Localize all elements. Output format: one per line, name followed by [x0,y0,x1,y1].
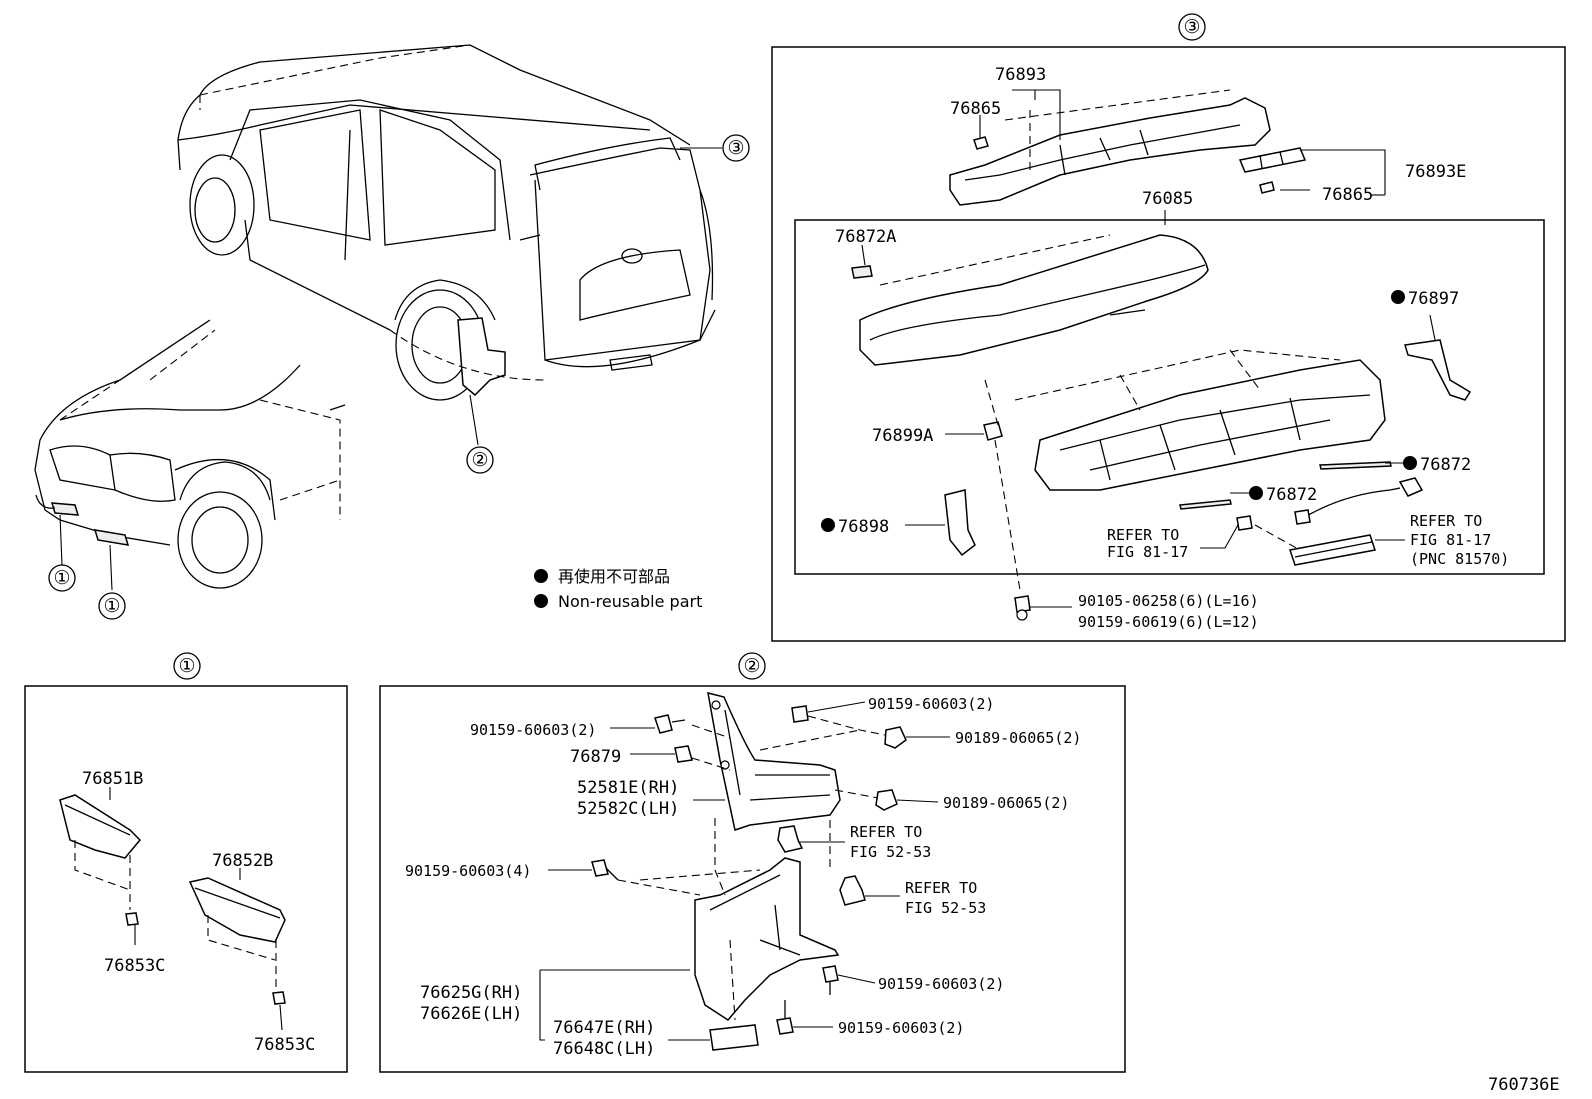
legend: 再使用不可部品 Non-reusable part [534,567,702,611]
label-76872-right: 76872 [1420,455,1471,475]
label-76853C-b: 76853C [254,1035,315,1055]
legend-en: Non-reusable part [558,592,702,611]
refer-left-2: FIG 81-17 [1107,543,1188,561]
refer-52-53-b1: REFER TO [905,879,977,897]
refer-52-53-a2: FIG 52-53 [850,843,931,861]
label-76893: 76893 [995,65,1046,85]
svg-text:①: ① [103,595,120,617]
label-76865-right: 76865 [1322,185,1373,205]
label-76897: 76897 [1408,289,1459,309]
label-76626E: 76626E(LH) [420,1004,522,1024]
label-76851B: 76851B [82,769,143,789]
label-90159-c: 90159-60603(4) [405,862,531,880]
section-3-spoiler: ③ [771,13,1566,642]
svg-text:②: ② [471,449,488,471]
marker-1-front-b: ① [98,592,126,620]
figure-id: 760736E [1488,1075,1560,1095]
label-76872-center: 76872 [1266,485,1317,505]
section-1-marker: ① [178,655,195,677]
section-3-box [771,46,1566,642]
label-52581E: 52581E(RH) [577,778,679,798]
label-76879: 76879 [570,747,621,767]
refer-52-53-a1: REFER TO [850,823,922,841]
label-90189-a: 90189-06065(2) [955,729,1081,747]
section-2-box [379,685,1126,1073]
label-76852B: 76852B [212,851,273,871]
svg-text:③: ③ [727,137,744,159]
bolt-90159: 90159-60619(6)(L=12) [1078,613,1259,631]
label-90159-a: 90159-60603(2) [470,721,596,739]
label-90159-e: 90159-60603(2) [838,1019,964,1037]
label-76893E: 76893E [1405,162,1466,182]
legend-jp: 再使用不可部品 [558,567,670,586]
section-2-marker: ② [743,655,760,677]
label-90159-b: 90159-60603(2) [868,695,994,713]
svg-text:①: ① [53,567,70,589]
marker-2-rear: ② [466,446,494,474]
vehicle-rear-view [177,44,716,401]
marker-1-front-a: ① [48,564,76,592]
refer-left-1: REFER TO [1107,526,1179,544]
refer-right-3: (PNC 81570) [1410,550,1509,568]
label-76872A: 76872A [835,227,896,247]
label-52582C: 52582C(LH) [577,799,679,819]
label-76085: 76085 [1142,189,1193,209]
refer-52-53-b2: FIG 52-53 [905,899,986,917]
vehicle-front-view [34,319,346,589]
label-76625G: 76625G(RH) [420,983,522,1003]
section-3-inner-box [794,219,1545,575]
bolt-90105: 90105-06258(6)(L=16) [1078,592,1259,610]
marker-3-rear: ③ [722,134,750,162]
label-76865-top: 76865 [950,99,1001,119]
label-76648C: 76648C(LH) [553,1039,655,1059]
refer-right-2: FIG 81-17 [1410,531,1491,549]
section-2-mudguard: ② [379,652,1126,1073]
label-76898: 76898 [838,517,889,537]
section-3-marker: ③ [1183,16,1200,38]
refer-right-1: REFER TO [1410,512,1482,530]
label-90189-b: 90189-06065(2) [943,794,1069,812]
label-76899A: 76899A [872,426,933,446]
section-1-box [24,685,348,1073]
label-76647E: 76647E(RH) [553,1018,655,1038]
section-1-front-parts: ① 76851B 76852B 76853C 76853C [24,652,348,1073]
label-76853C-a: 76853C [104,956,165,976]
label-90159-d: 90159-60603(2) [878,975,1004,993]
